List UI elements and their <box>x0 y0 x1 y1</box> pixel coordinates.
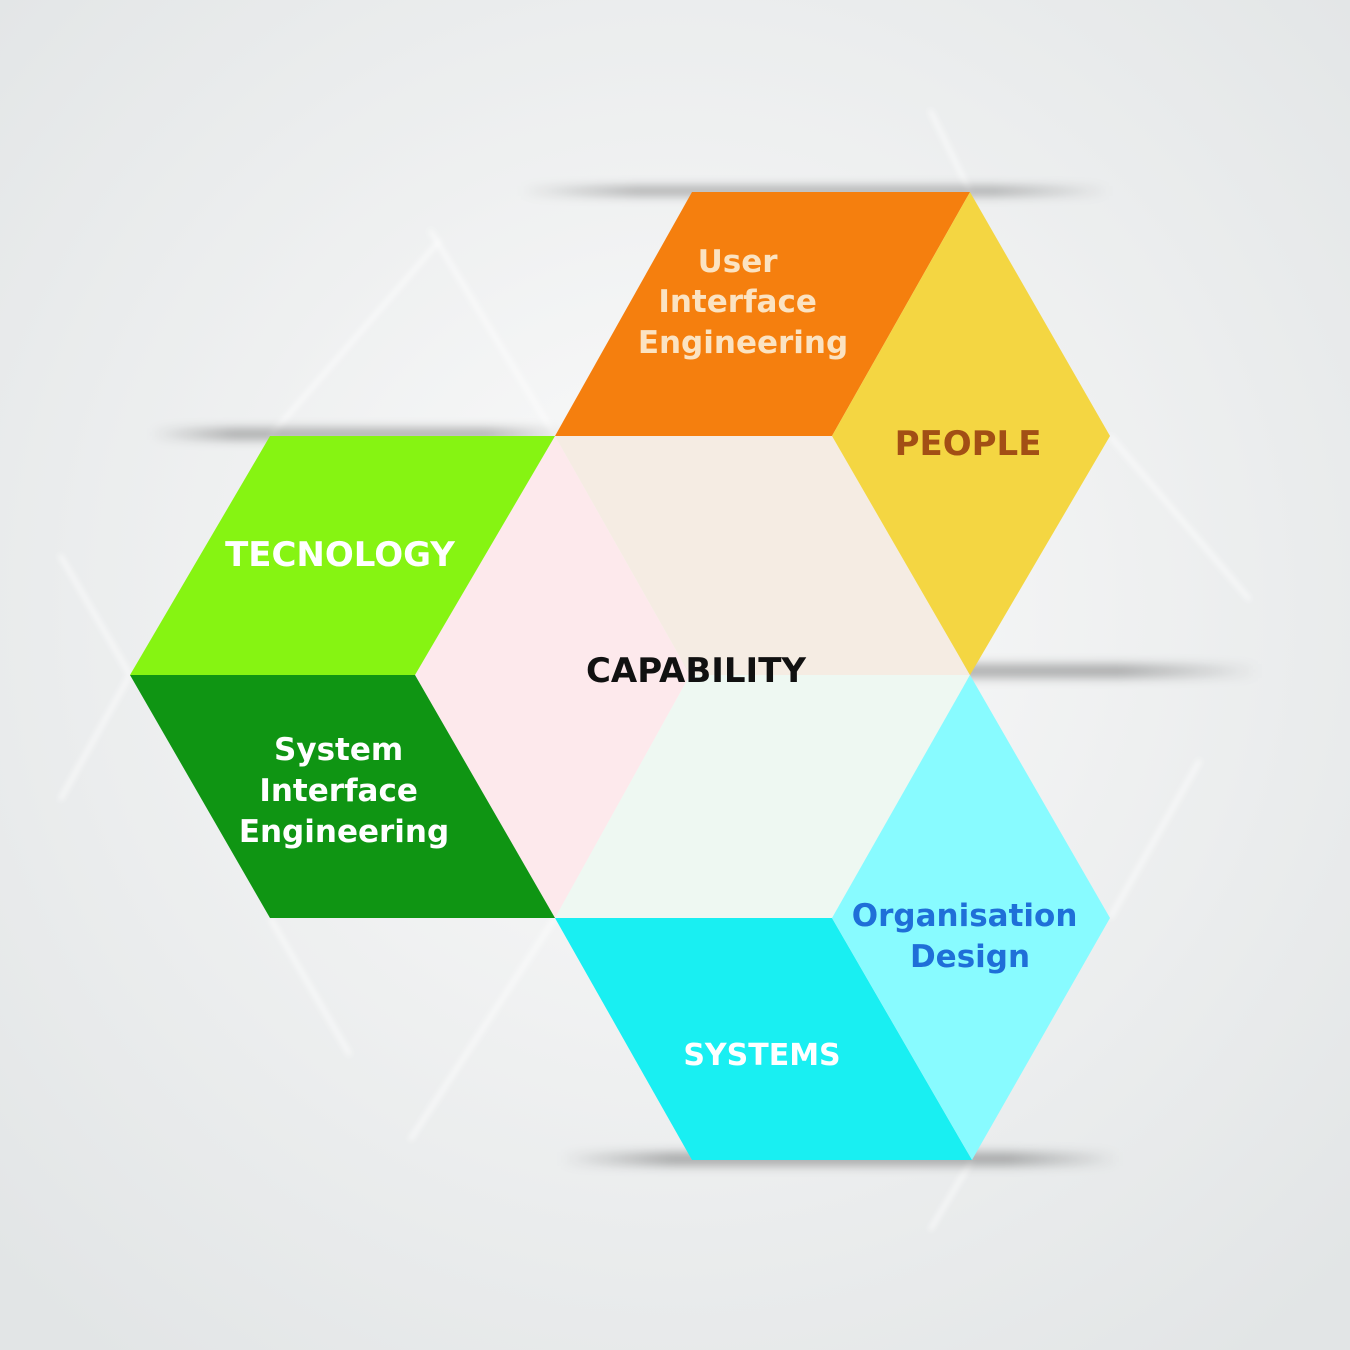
decorative-extension-lines <box>58 109 1252 1231</box>
segment-user-interface-engineering <box>555 192 970 436</box>
segment-systems <box>555 918 972 1160</box>
technology-label: TECNOLOGY <box>225 535 455 575</box>
people-label: PEOPLE <box>895 424 1042 464</box>
segment-organisation-design <box>832 675 1110 1160</box>
systems-label: SYSTEMS <box>683 1038 840 1073</box>
inner-pink-rhombus <box>415 436 690 918</box>
segment-system-interface-engineering <box>130 675 555 918</box>
capability-label: CAPABILITY <box>586 651 806 691</box>
segment-people <box>832 192 1110 675</box>
inner-mint-rhombus <box>555 675 970 918</box>
system-interface-engineering-label: System Interface Engineering <box>239 732 449 850</box>
inner-beige-rhombus <box>555 436 970 675</box>
organisation-design-label: Organisation Design <box>852 898 1088 975</box>
segment-technology <box>130 436 555 675</box>
ui-engineering-label: User Interface Engineering <box>638 244 848 361</box>
